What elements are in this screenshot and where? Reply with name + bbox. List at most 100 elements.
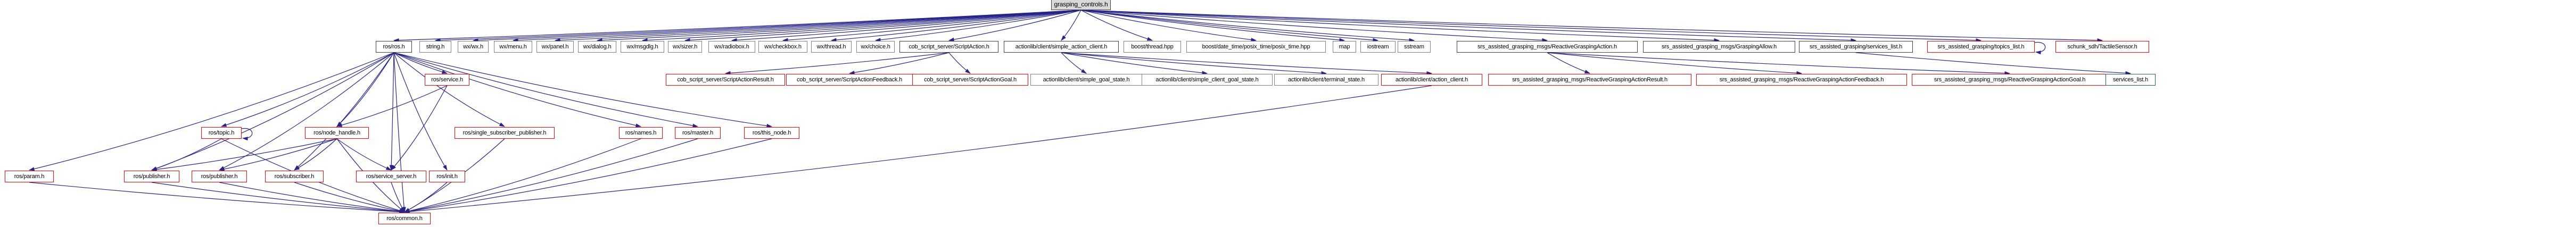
graph-edge <box>393 52 506 127</box>
graph-edge <box>512 10 1081 43</box>
graph-edge <box>2034 42 2046 55</box>
graph-node[interactable]: wx/choice.h <box>856 41 895 53</box>
graph-edge <box>403 85 1432 214</box>
graph-edge <box>336 85 448 127</box>
graph-node[interactable]: ros/publisher.h <box>192 171 247 182</box>
graph-edge <box>848 52 950 75</box>
graph-edge <box>684 10 1081 43</box>
graph-node[interactable]: schunk_sdh/TactileSensor.h <box>2055 41 2149 53</box>
graph-node[interactable]: ros/service.h <box>425 74 469 86</box>
graph-edge <box>218 138 337 171</box>
graph-edge <box>948 10 1081 41</box>
graph-edge <box>1080 10 1720 43</box>
graph-node[interactable]: srs_assisted_grasping/services_list.h <box>1799 41 1913 53</box>
graph-node[interactable]: cob_script_server/ScriptActionGoal.h <box>912 74 1028 86</box>
graph-node[interactable]: services_list.h <box>2106 74 2156 86</box>
graph-node[interactable]: wx/menu.h <box>494 41 532 53</box>
graph-node[interactable]: actionlib/client/simple_action_client.h <box>1004 41 1119 53</box>
graph-node[interactable]: actionlib/client/simple_client_goal_stat… <box>1142 74 1273 86</box>
graph-edge <box>241 128 253 141</box>
graph-node[interactable]: srs_assisted_grasping_msgs/ReactiveGrasp… <box>1696 74 1907 86</box>
graph-node[interactable]: wx/panel.h <box>536 41 574 53</box>
graph-edge <box>1080 10 1345 42</box>
graph-edge <box>948 52 971 74</box>
graph-edge <box>830 10 1081 42</box>
graph-edge <box>554 10 1081 43</box>
graph-edge <box>1080 10 1857 43</box>
graph-node[interactable]: ros/this_node.h <box>744 127 799 139</box>
graph-edge <box>151 138 337 172</box>
graph-edge <box>389 52 394 171</box>
graph-node[interactable]: cob_script_server/ScriptActionFeedback.h <box>786 74 913 86</box>
graph-node[interactable]: iostream <box>1360 41 1396 53</box>
graph-node[interactable]: wx/thread.h <box>811 41 852 53</box>
graph-edge <box>393 52 406 213</box>
graph-node[interactable]: ros/init.h <box>429 171 465 182</box>
graph-node[interactable]: ros/ros.h <box>376 41 412 53</box>
graph-edge <box>1080 10 1548 43</box>
graph-node[interactable]: ros/master.h <box>675 127 721 139</box>
graph-edge <box>393 52 773 128</box>
graph-edge <box>1061 52 1087 74</box>
graph-edge <box>874 10 1081 42</box>
graph-node[interactable]: actionlib/client/terminal_state.h <box>1274 74 1378 86</box>
graph-node[interactable]: ros/node_handle.h <box>305 127 369 139</box>
graph-node[interactable]: actionlib/client/simple_goal_state.h <box>1030 74 1142 86</box>
graph-node[interactable]: ros/topic.h <box>201 127 242 139</box>
graph-node[interactable]: actionlib/client/action_client.h <box>1381 74 1482 86</box>
graph-node[interactable]: map <box>1333 41 1356 53</box>
graph-edge <box>219 182 406 214</box>
graph-node[interactable]: srs_assisted_grasping_msgs/ReactiveGrasp… <box>1488 74 1691 86</box>
graph-edge <box>393 52 699 128</box>
graph-node[interactable]: wx/checkbox.h <box>758 41 807 53</box>
graph-edge <box>151 138 222 171</box>
graph-edge <box>218 52 394 171</box>
graph-node[interactable]: ros/common.h <box>378 213 431 224</box>
graph-edge <box>1080 10 1153 41</box>
graph-edge <box>294 182 406 213</box>
graph-node[interactable]: ros/subscriber.h <box>265 171 324 182</box>
graph-edge <box>724 52 950 75</box>
graph-node-root[interactable]: grasping_controls.h <box>1051 0 1111 10</box>
graph-node[interactable]: wx/dialog.h <box>578 41 616 53</box>
graph-node[interactable]: ros/names.h <box>619 127 663 139</box>
graph-edge <box>393 52 642 128</box>
graph-edge <box>29 182 406 214</box>
graph-node[interactable]: wx/msgdlg.h <box>621 41 664 53</box>
graph-node[interactable]: wx/radiobox.h <box>708 41 755 53</box>
graph-node[interactable]: ros/single_subscriber_publisher.h <box>455 127 555 139</box>
graph-edge <box>1547 52 2011 75</box>
graph-node[interactable]: wx/wx.h <box>458 41 489 53</box>
graph-edge <box>1547 52 1803 75</box>
graph-edge <box>1547 52 1591 74</box>
graph-node[interactable]: srs_assisted_grasping/topics_list.h <box>1927 41 2035 53</box>
graph-node[interactable]: wx/sizer.h <box>668 41 702 53</box>
graph-node[interactable]: ros/service_server.h <box>356 171 426 182</box>
graph-node[interactable]: ros/param.h <box>5 171 54 182</box>
graph-node[interactable]: ros/publisher.h <box>124 171 179 182</box>
graph-edge <box>393 10 1081 43</box>
graph-edge <box>336 52 394 127</box>
graph-edge <box>1080 10 1379 42</box>
graph-node[interactable]: srs_assisted_grasping_msgs/ReactiveGrasp… <box>1912 74 2108 86</box>
graph-node[interactable]: sstream <box>1398 41 1431 53</box>
graph-node[interactable]: string.h <box>419 41 451 53</box>
graph-edge <box>596 10 1081 43</box>
graph-edge <box>731 10 1081 42</box>
graph-edge <box>1080 10 1415 42</box>
graph-edge <box>1061 52 1433 75</box>
graph-edge <box>220 52 394 127</box>
graph-node[interactable]: srs_assisted_grasping_msgs/ReactiveGrasp… <box>1457 41 1638 53</box>
graph-edge <box>151 52 394 171</box>
graph-edge <box>151 182 406 214</box>
graph-edge <box>336 138 392 171</box>
graph-node[interactable]: srs_assisted_grasping_msgs/GraspingAllow… <box>1643 41 1795 53</box>
graph-edge <box>1080 10 2103 43</box>
graph-edge <box>1855 52 2132 75</box>
graph-node[interactable]: boost/date_time/posix_time/posix_time.hp… <box>1186 41 1326 53</box>
graph-node[interactable]: cob_script_server/ScriptActionResult.h <box>666 74 785 86</box>
graph-edge <box>641 10 1081 43</box>
graph-node[interactable]: cob_script_server/ScriptAction.h <box>899 41 998 53</box>
graph-node[interactable]: boost/thread.hpp <box>1124 41 1181 53</box>
